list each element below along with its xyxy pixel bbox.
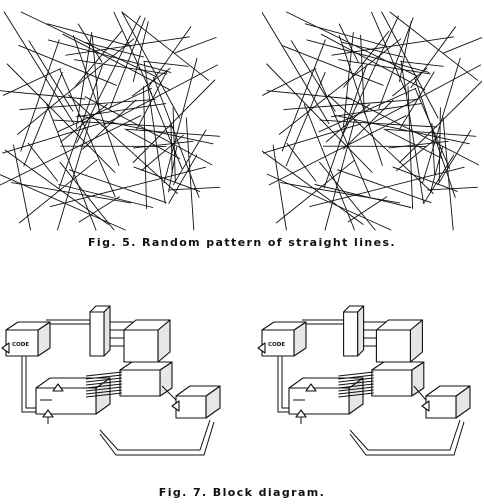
random-line <box>411 27 456 88</box>
random-line <box>18 39 134 135</box>
random-line <box>169 155 197 203</box>
random-line <box>4 12 74 124</box>
random-line <box>279 39 401 135</box>
random-line <box>28 143 57 181</box>
random-line <box>174 38 216 54</box>
random-line <box>142 135 184 170</box>
code-box <box>262 322 306 356</box>
random-line <box>7 64 115 172</box>
random-line <box>267 91 352 99</box>
figure-5-caption: Fig. 5. Random pattern of straight lines… <box>0 236 484 249</box>
random-line <box>59 66 102 188</box>
code-box <box>6 322 50 356</box>
output-box <box>176 386 220 418</box>
random-line <box>66 37 190 55</box>
code-box-label: CODE <box>12 342 29 348</box>
block-diagram-right-panel: CODE <box>250 300 482 470</box>
pipe-bottom-loop <box>350 420 460 450</box>
block-diagram-left-panel: CODE <box>0 300 232 470</box>
random-line <box>122 12 209 80</box>
output-box <box>426 386 470 418</box>
random-line <box>344 100 394 149</box>
storage-box <box>376 320 422 362</box>
storage-box <box>124 320 170 362</box>
register-stack <box>344 306 364 356</box>
random-line <box>144 87 147 209</box>
random-line <box>401 61 444 66</box>
random-line <box>307 40 429 73</box>
code-box-label: CODE <box>268 342 285 348</box>
random-line <box>169 147 177 192</box>
random-line <box>273 145 286 230</box>
random-line <box>423 58 461 183</box>
random-line <box>284 99 418 109</box>
random-line <box>92 35 99 113</box>
register-stack <box>90 306 110 356</box>
random-line <box>286 72 325 166</box>
pipe-bottom-loop <box>100 420 210 450</box>
random-line <box>338 170 431 203</box>
random-line <box>282 45 383 85</box>
figure-7-caption: Fig. 7. Block diagram. <box>0 486 484 499</box>
random-line <box>348 197 387 222</box>
random-line <box>110 18 145 109</box>
random-lines-left-panel <box>0 10 220 232</box>
random-line <box>287 143 316 181</box>
random-line <box>134 141 194 148</box>
random-line <box>315 70 370 197</box>
random-lines-right-panel <box>262 10 482 232</box>
control-block <box>120 362 172 396</box>
control-block <box>372 362 424 396</box>
random-line <box>315 185 411 208</box>
random-line <box>59 185 153 208</box>
random-line <box>263 124 360 153</box>
random-line <box>443 38 482 54</box>
random-line <box>263 69 316 96</box>
random-line <box>133 68 171 96</box>
random-line <box>262 150 363 224</box>
random-line <box>171 123 172 173</box>
random-line <box>400 80 482 163</box>
random-line <box>339 60 431 74</box>
random-line <box>3 69 60 96</box>
random-line <box>78 24 102 62</box>
random-line <box>148 27 191 88</box>
